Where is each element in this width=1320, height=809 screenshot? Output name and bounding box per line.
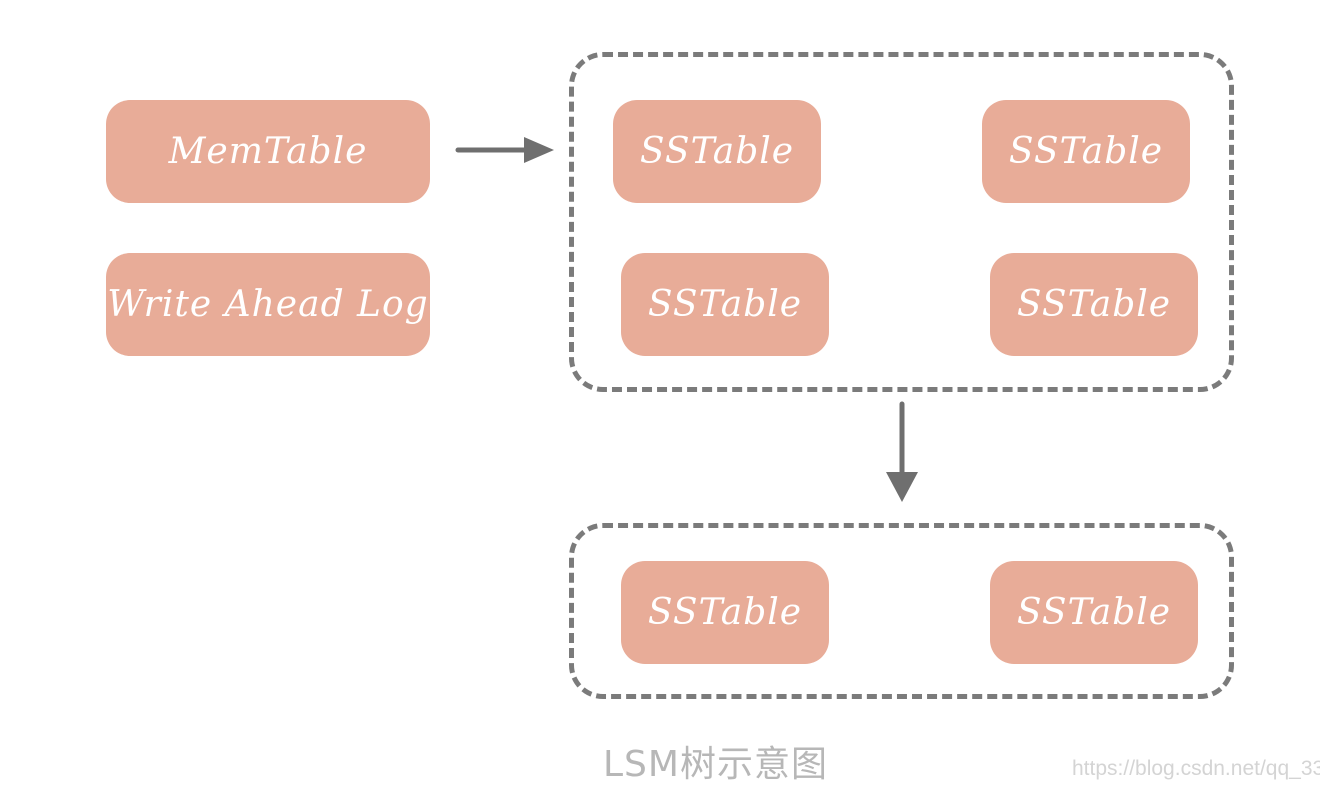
sstable-box: SSTable [982,100,1190,203]
write-ahead-log-box: Write Ahead Log [106,253,430,356]
source-watermark: https://blog.csdn.net/qq_33589 [1072,757,1320,780]
sstable-label: SSTable [1016,284,1172,325]
sstable-label: SSTable [1008,131,1164,172]
memtable-box: MemTable [106,100,430,203]
compaction-arrow [886,401,918,502]
flush-arrow [455,137,554,163]
sstable-level0-group [569,52,1234,392]
sstable-box: SSTable [990,253,1198,356]
sstable-label: SSTable [639,131,795,172]
sstable-label: SSTable [647,592,803,633]
memtable-label: MemTable [168,131,368,172]
sstable-level1-group [569,523,1234,699]
sstable-box: SSTable [621,561,829,664]
diagram-caption: LSM树示意图 [603,744,828,785]
sstable-label: SSTable [1016,592,1172,633]
write-ahead-log-label: Write Ahead Log [107,284,429,325]
sstable-label: SSTable [647,284,803,325]
sstable-box: SSTable [613,100,821,203]
sstable-box: SSTable [621,253,829,356]
sstable-box: SSTable [990,561,1198,664]
